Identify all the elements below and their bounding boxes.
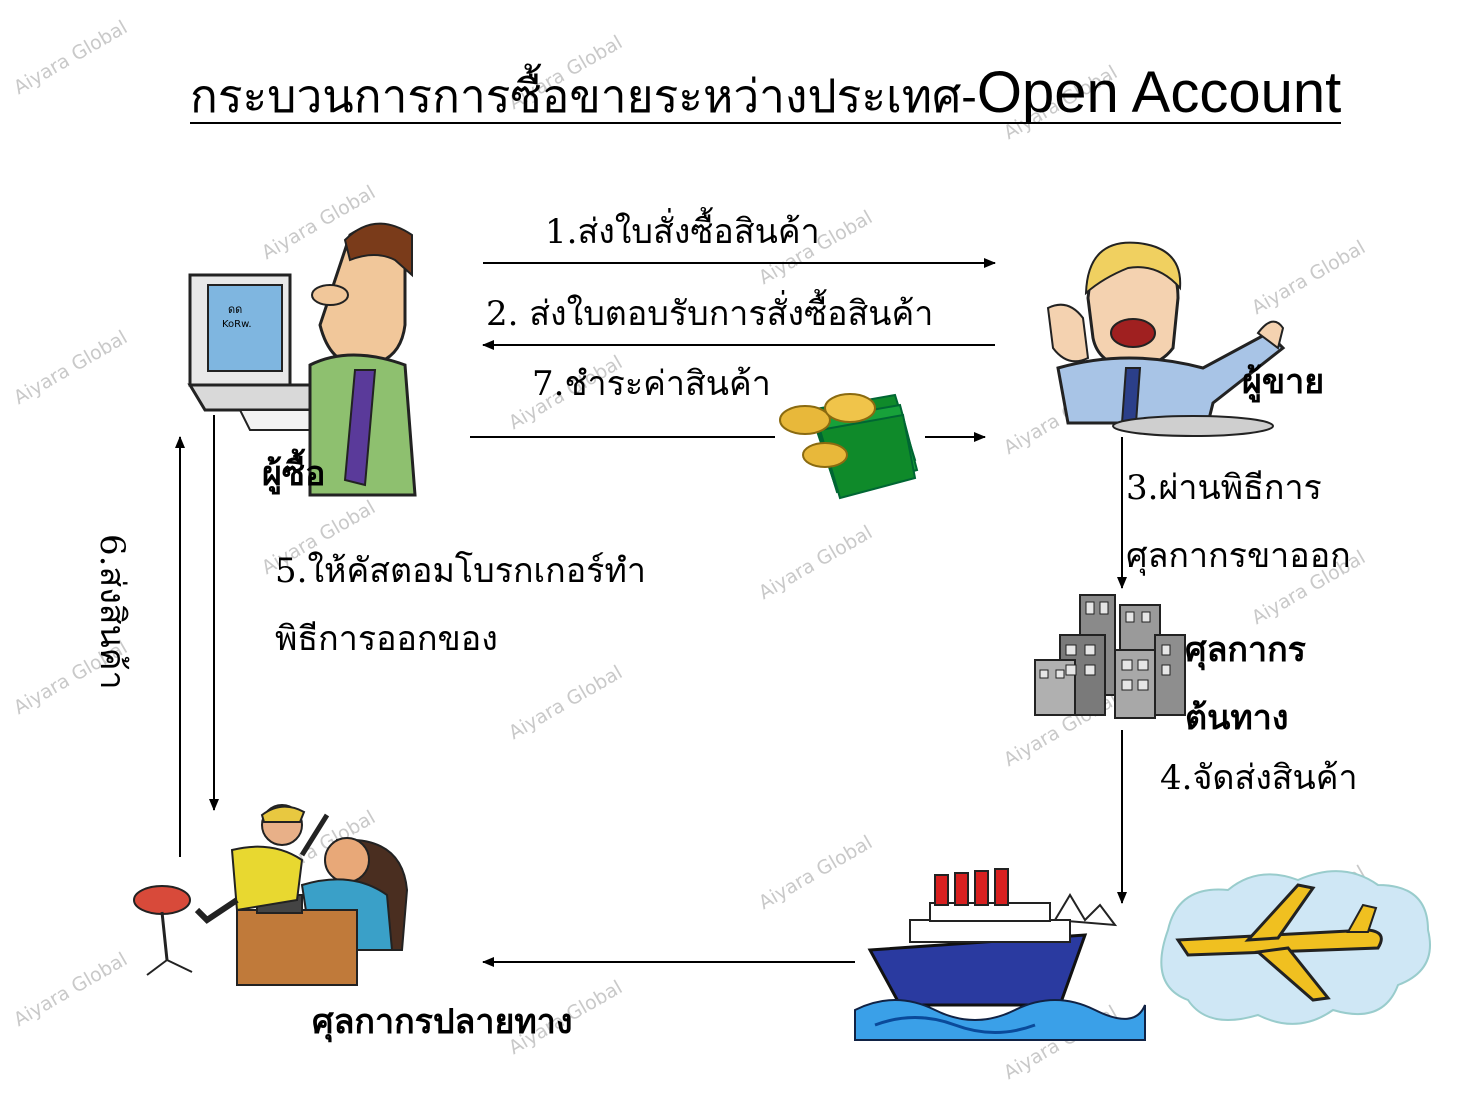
destination-customs-label: ศุลกากรปลายทาง xyxy=(312,1002,573,1042)
ship-icon xyxy=(854,868,1146,1041)
title-thai: กระบวนการการซื้อขายระหว่างประเทศ- xyxy=(190,69,977,123)
seller-phone-icon xyxy=(1046,241,1286,437)
airplane-icon xyxy=(1160,870,1431,1025)
origin-customs-buildings-icon xyxy=(1034,594,1186,719)
money-icon xyxy=(779,393,919,500)
svg-text:KoRw.: KoRw. xyxy=(222,319,252,330)
step1-label: 1.ส่งใบสั่งซื้อสินค้า xyxy=(545,212,820,252)
step6-label: 6.ส่งสินค้า xyxy=(92,534,132,690)
step3-label-line1: 3.ผ่านพิธีการ xyxy=(1126,468,1322,508)
origin-customs-label-line1: ศุลกากร xyxy=(1185,630,1306,670)
step4-label: 4.จัดส่งสินค้า xyxy=(1160,758,1358,798)
buyer-computer-icon: ดด KoRw. xyxy=(187,222,417,497)
page-title: กระบวนการการซื้อขายระหว่างประเทศ-Open Ac… xyxy=(190,64,1342,124)
step5-label-line1: 5.ให้คัสตอมโบรกเกอร์ทำ xyxy=(275,551,646,591)
seller-label: ผู้ขาย xyxy=(1242,362,1325,402)
step7-label: 7.ชำระค่าสินค้า xyxy=(532,364,771,404)
svg-text:ดด: ดด xyxy=(228,303,242,316)
step5-label-line2: พิธีการออกของ xyxy=(275,619,498,659)
destination-customs-officers-icon xyxy=(133,804,409,986)
title-english: Open Account xyxy=(976,60,1342,125)
origin-customs-label-line2: ต้นทาง xyxy=(1185,698,1289,738)
step3-label-line2: ศุลกากรขาออก xyxy=(1126,536,1351,576)
step2-label: 2. ส่งใบตอบรับการสั่งซื้อสินค้า xyxy=(486,294,934,334)
buyer-label: ผู้ซื้อ xyxy=(262,454,326,494)
